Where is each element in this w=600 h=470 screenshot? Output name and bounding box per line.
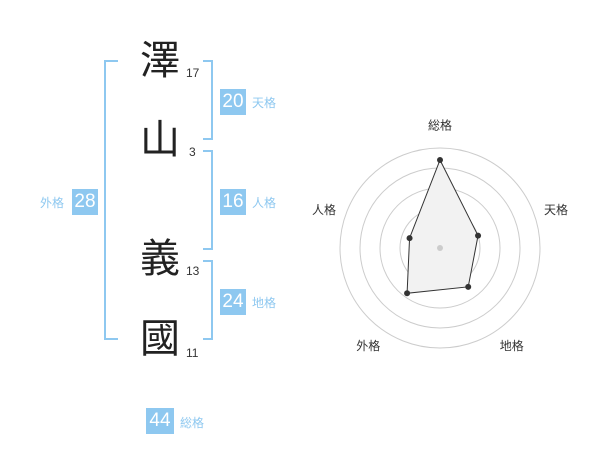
radar-center-dot [437, 245, 443, 251]
radar-point-4 [404, 290, 411, 297]
stroke-count-2: 3 [189, 145, 196, 159]
radar-axis-label-4: 外格 [356, 338, 380, 353]
tenkaku-label: 天格 [252, 96, 277, 110]
jinkaku-bracket [203, 150, 213, 250]
name-char-3: 義 [140, 236, 180, 282]
stroke-count-3: 13 [186, 264, 200, 278]
gaikaku-value-badge: 28 [72, 189, 98, 215]
tenkaku-bracket [203, 60, 213, 140]
radar-grid-ring [339, 147, 541, 349]
radar-point-5 [406, 235, 413, 242]
stroke-count-4: 11 [186, 346, 199, 360]
chikaku-label: 地格 [252, 296, 277, 310]
name-char-4: 國 [140, 316, 180, 362]
tenkaku-value-badge: 20 [220, 89, 246, 115]
stroke-count-1: 17 [186, 66, 200, 80]
soukaku-label: 総格 [180, 416, 205, 430]
gaikaku-bracket [104, 60, 118, 340]
gaikaku-label: 外格 [40, 196, 65, 210]
soukaku-value-badge: 44 [146, 408, 174, 434]
jinkaku-label: 人格 [252, 196, 277, 210]
radar-point-1 [437, 157, 443, 163]
radar-axis-label-5: 人格 [312, 202, 336, 217]
name-char-1: 澤 [140, 38, 180, 84]
name-char-2: 山 [140, 117, 180, 163]
chikaku-bracket [203, 260, 213, 340]
chikaku-value-badge: 24 [220, 289, 246, 315]
radar-axis-label-2: 天格 [544, 202, 568, 217]
jinkaku-value-badge: 16 [220, 189, 246, 215]
radar-point-3 [465, 283, 472, 290]
radar-point-2 [475, 232, 482, 239]
radar-value-polygon [406, 158, 479, 294]
radar-axis-label-3: 地格 [500, 338, 524, 353]
radar-axis-label-1: 総格 [428, 118, 452, 133]
